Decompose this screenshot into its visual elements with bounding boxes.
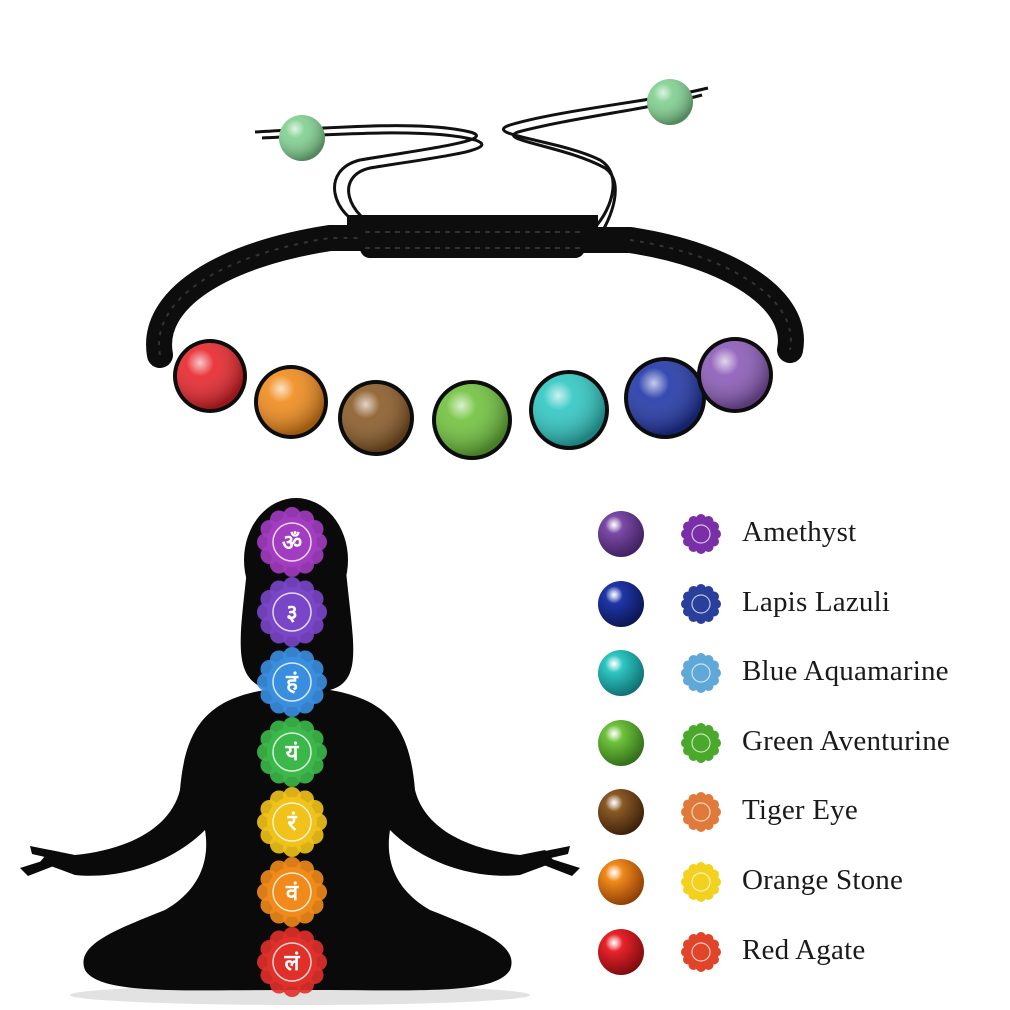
bracelet-bead: [338, 380, 414, 456]
chakra-symbol-icon: ३: [257, 577, 327, 647]
svg-text:३: ३: [286, 601, 297, 626]
chakra-symbols: ॐ ३ हं यं रं वं लं: [257, 507, 327, 997]
chakra-symbol-icon: यं: [257, 717, 327, 787]
chakra-symbol-icon: रं: [257, 787, 327, 857]
bracelet-bead: [173, 339, 247, 413]
svg-text:हं: हं: [285, 671, 299, 696]
svg-text:रं: रं: [287, 811, 298, 836]
chakra-symbol-icon: हं: [257, 647, 327, 717]
bracelet-cords: [254, 86, 709, 239]
svg-text:यं: यं: [285, 741, 300, 766]
bracelet-bead: [529, 370, 609, 450]
bracelet-bead: [624, 357, 706, 439]
bracelet-beads: [173, 337, 773, 460]
bracelet-bead: [697, 337, 773, 413]
chakra-symbol-icon: वं: [257, 857, 327, 927]
svg-text:ॐ: ॐ: [282, 531, 302, 556]
bracelet-bead: [432, 380, 512, 460]
svg-text:वं: वं: [285, 881, 299, 906]
meditation-silhouette: ॐ ३ हं यं रं वं लं: [20, 498, 580, 1005]
svg-text:लं: लं: [284, 951, 301, 976]
chakra-symbol-icon: ॐ: [257, 507, 327, 577]
bracelet-illustration: [146, 79, 804, 460]
chakra-symbol-icon: लं: [257, 927, 327, 997]
bracelet-bead: [254, 365, 328, 439]
